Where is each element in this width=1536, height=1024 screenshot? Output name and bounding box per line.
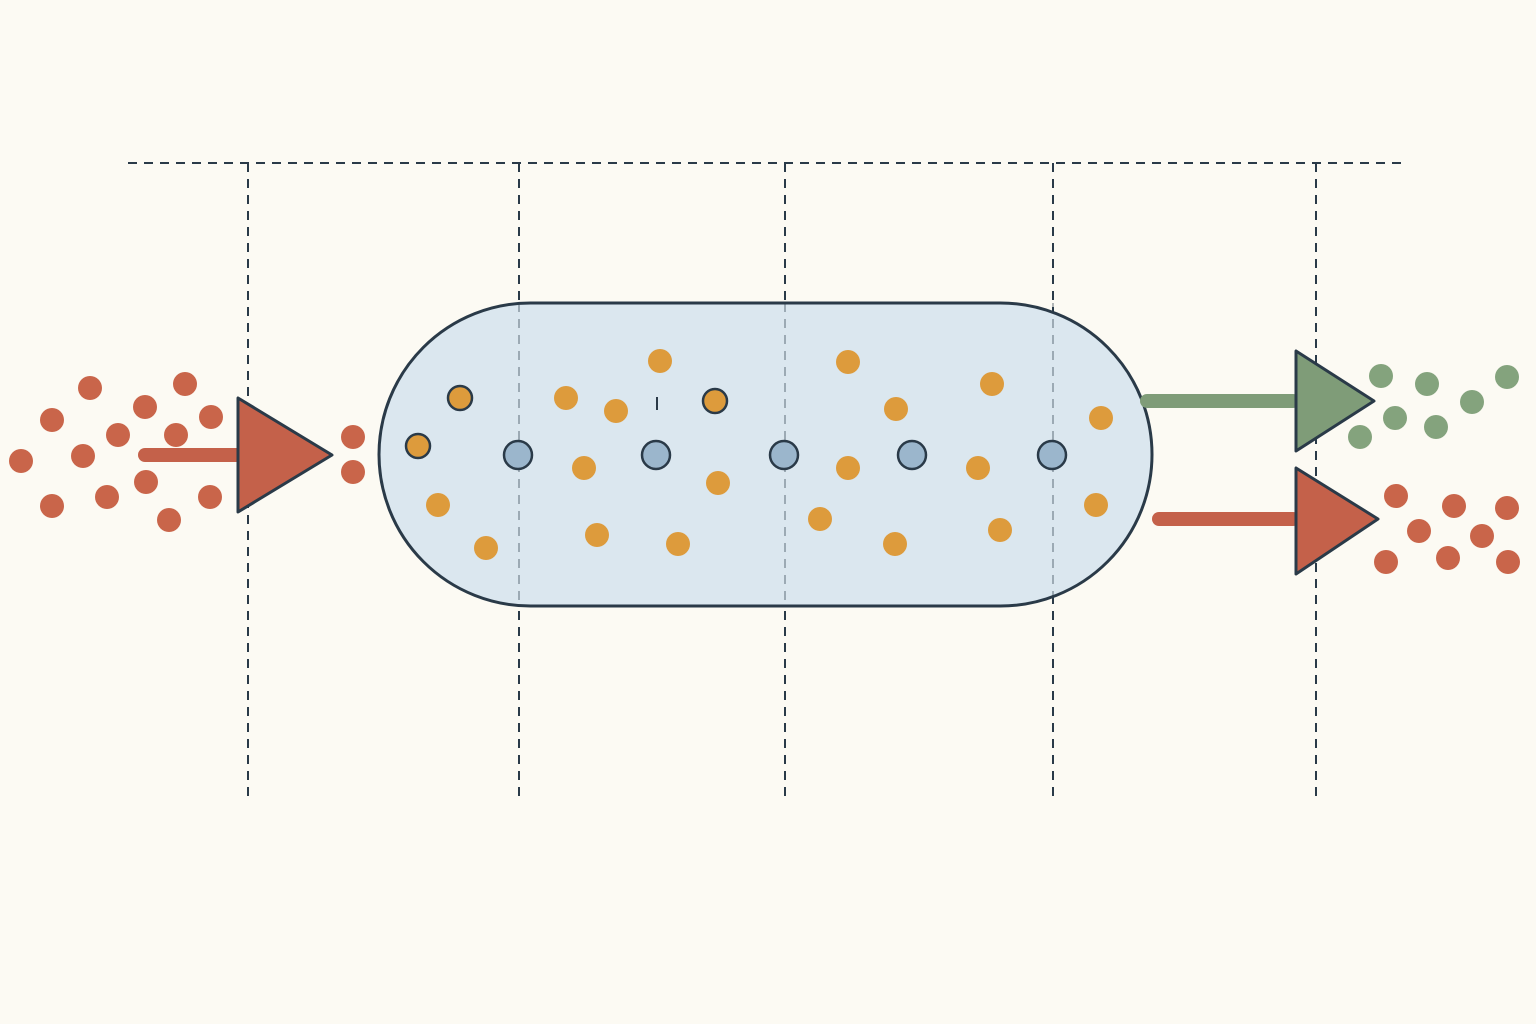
outflow-green-arrow-head — [1294, 349, 1376, 453]
chamber-particle — [1084, 493, 1108, 517]
chamber-particle — [980, 372, 1004, 396]
outflow-red-particle — [1384, 484, 1408, 508]
inflow-particle-cloud — [9, 372, 365, 532]
chamber-particle — [648, 349, 672, 373]
outflow-red-particle — [1374, 550, 1398, 574]
circle-node-icon — [1036, 439, 1068, 471]
inflow-particle — [198, 485, 222, 509]
inflow-particle — [95, 485, 119, 509]
chamber-particle — [404, 432, 432, 460]
chamber-particle — [884, 397, 908, 421]
inflow-arrow-head — [236, 396, 334, 514]
outflow-green-particle — [1369, 364, 1393, 388]
inflow-particle — [199, 405, 223, 429]
outflow-red-particle — [1407, 519, 1431, 543]
outflow-green-particle — [1495, 365, 1519, 389]
outflow-green-arrow-icon — [1140, 349, 1376, 453]
dashed-grid — [128, 162, 1408, 802]
outflow-red-particle — [1496, 550, 1520, 574]
outflow-red-particle — [1495, 496, 1519, 520]
circle-node-icon — [640, 439, 672, 471]
chamber-capsule — [377, 301, 1154, 608]
inflow-particle — [157, 508, 181, 532]
outflow-green-particle — [1348, 425, 1372, 449]
chamber-particle — [572, 456, 596, 480]
outflow-green-particle — [1415, 372, 1439, 396]
outflow-green-particle-cloud — [1348, 364, 1519, 449]
chamber-particle — [883, 532, 907, 556]
chamber-particle — [474, 536, 498, 560]
inflow-arrow-icon — [138, 396, 334, 514]
chamber-particle — [706, 471, 730, 495]
inflow-particle — [40, 494, 64, 518]
chamber-particle — [585, 523, 609, 547]
inflow-particle — [134, 470, 158, 494]
inflow-particle — [173, 372, 197, 396]
chamber-particle — [1089, 406, 1113, 430]
outflow-green-arrow-shaft — [1140, 394, 1300, 408]
chamber-particle-cloud — [404, 349, 1113, 560]
inflow-particle — [106, 423, 130, 447]
circle-node-icon — [768, 439, 800, 471]
inflow-particle — [9, 449, 33, 473]
inflow-particle — [40, 408, 64, 432]
chamber-particle — [446, 384, 474, 412]
chamber-particle — [666, 532, 690, 556]
circle-node-icon — [896, 439, 928, 471]
outflow-red-particle — [1470, 524, 1494, 548]
outflow-red-particle — [1442, 494, 1466, 518]
chamber-particle — [836, 350, 860, 374]
outflow-red-arrow-icon — [1152, 466, 1380, 576]
inflow-particle — [341, 460, 365, 484]
outflow-red-particle-cloud — [1374, 484, 1520, 574]
inflow-particle — [341, 425, 365, 449]
outflow-red-particle — [1436, 546, 1460, 570]
inflow-arrow-shaft — [138, 448, 244, 462]
chamber-particle — [966, 456, 990, 480]
outflow-red-arrow-shaft — [1152, 512, 1300, 526]
chamber-particle — [808, 507, 832, 531]
outflow-green-particle — [1460, 390, 1484, 414]
circle-node-icon — [502, 439, 534, 471]
chamber-particle — [426, 493, 450, 517]
outflow-red-arrow-head — [1294, 466, 1380, 576]
chamber-node-row — [502, 439, 1068, 471]
chamber-particle — [554, 386, 578, 410]
inflow-particle — [78, 376, 102, 400]
outflow-green-particle — [1424, 415, 1448, 439]
chamber-particle — [988, 518, 1012, 542]
inflow-particle — [71, 444, 95, 468]
inflow-particle — [133, 395, 157, 419]
chamber-particle — [604, 399, 628, 423]
inflow-particle — [164, 423, 188, 447]
chamber-particle — [836, 456, 860, 480]
chamber-particle — [701, 387, 729, 415]
outflow-green-particle — [1383, 406, 1407, 430]
